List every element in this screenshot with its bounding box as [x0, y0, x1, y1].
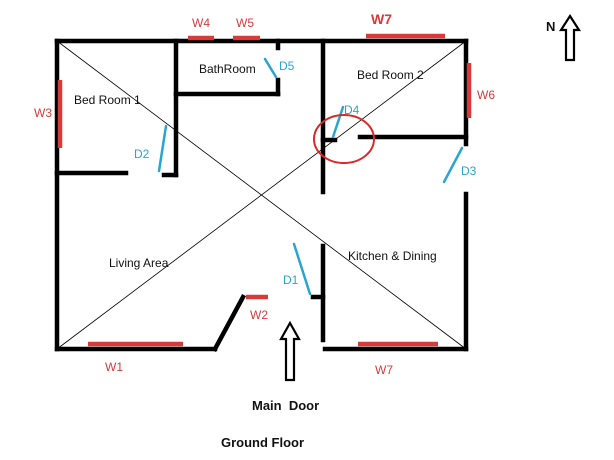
north-arrow-icon — [558, 13, 582, 62]
room-label-bathroom: BathRoom — [199, 62, 256, 76]
windows — [57, 33, 472, 347]
wall-bottom-slant — [211, 293, 247, 353]
window-label-w7-top: W7 — [371, 11, 392, 27]
door-label-d3: D3 — [461, 164, 477, 178]
door-label-d2: D2 — [134, 147, 150, 161]
door-label-d4: D4 — [344, 103, 360, 117]
diagonal-line-2 — [56, 40, 467, 350]
window-label-w5: W5 — [236, 16, 254, 30]
door-label-d1: D1 — [283, 273, 299, 287]
entry-arrow-icon — [279, 320, 301, 382]
door-d1 — [292, 242, 312, 296]
door-label-d5: D5 — [279, 59, 295, 73]
room-label-living-area: Living Area — [109, 256, 169, 270]
window-label-w1: W1 — [105, 360, 123, 374]
walls — [54, 38, 469, 353]
highlight-circle — [313, 114, 375, 164]
door-d3 — [442, 146, 464, 184]
window-label-w3: W3 — [34, 106, 52, 120]
main-door-label: Main Door — [252, 398, 319, 413]
doors — [157, 57, 464, 296]
compass-label: N — [546, 19, 555, 34]
room-label-bed-room-1: Bed Room 1 — [74, 93, 141, 107]
window-label-w7-bottom: W7 — [375, 363, 393, 377]
room-label-kitchen-dining: Kitchen & Dining — [348, 249, 437, 263]
door-d4 — [331, 105, 345, 139]
floor-label: Ground Floor — [221, 435, 304, 450]
door-d2 — [157, 124, 168, 173]
window-label-w2: W2 — [250, 308, 268, 322]
door-d5 — [263, 57, 278, 79]
window-label-w6: W6 — [477, 88, 495, 102]
window-label-w4: W4 — [192, 16, 210, 30]
room-label-bed-room-2: Bed Room 2 — [357, 68, 424, 82]
